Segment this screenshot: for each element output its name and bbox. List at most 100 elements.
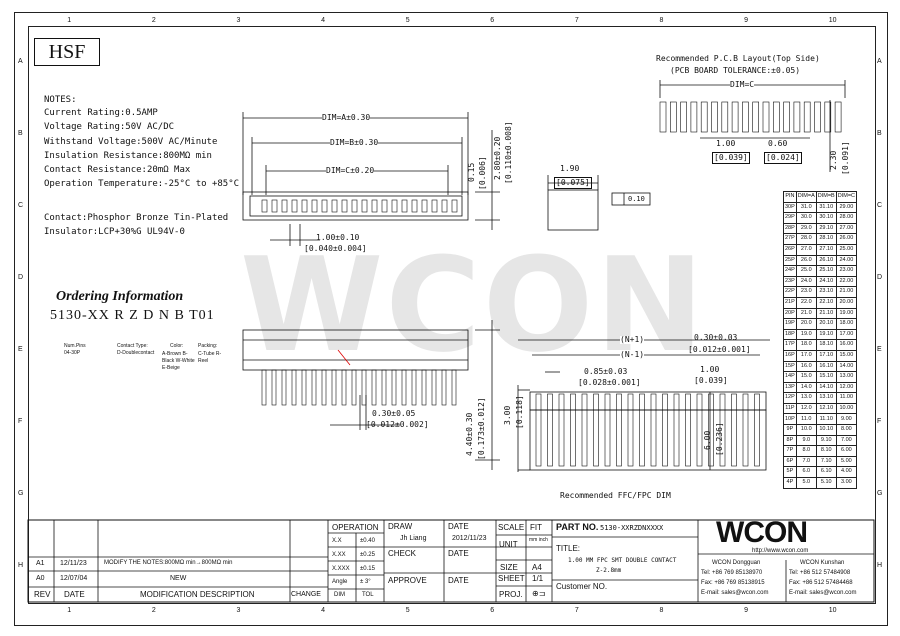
dim-table-cell: 12P: [783, 392, 797, 404]
top-pin: [271, 199, 278, 213]
pcb-title: Recommended P.C.B Layout(Top Side): [656, 54, 820, 63]
rev-header: REV: [34, 590, 51, 599]
pcb-pad: [731, 101, 739, 133]
side-width-inch-label: [0.075]: [554, 177, 592, 189]
dim-table-cell: 20P: [783, 307, 797, 320]
height1-inch-label: [0.006]: [478, 156, 487, 190]
dim-table-cell: 30.0: [795, 212, 817, 224]
dim-table-cell: 20.10: [815, 318, 837, 330]
dim-table-cell: 27.10: [815, 243, 837, 256]
dim-table-cell: 25.10: [815, 265, 837, 277]
dim-table-cell: 7P: [783, 445, 797, 457]
grid-marker: 7: [574, 17, 579, 24]
dim-table-cell: 14.0: [795, 381, 817, 394]
size-value: A4: [532, 563, 542, 572]
grid-marker: 6: [490, 17, 495, 24]
grid-marker: 2: [151, 17, 156, 24]
check-date-label: DATE: [448, 549, 469, 558]
grid-marker: 10: [828, 607, 837, 614]
front-pin: [381, 369, 387, 406]
kunshan-line: WCON Kunshan: [800, 560, 845, 566]
note-line: Insulation Resistance:800MΩ min: [44, 151, 212, 161]
tol-col-label: TOL: [362, 592, 374, 598]
dim-table-cell: 11.0: [795, 413, 817, 426]
dim-table-cell: 9.00: [835, 413, 858, 426]
grid-marker: A: [877, 58, 882, 65]
pcb-pad: [680, 101, 687, 133]
dim-table-cell: 6.10: [815, 466, 837, 479]
draw-label: DRAW: [388, 522, 413, 531]
dim-table-cell: 23P: [783, 275, 797, 288]
sheet-label: SHEET: [498, 574, 525, 583]
top-pin: [281, 199, 288, 213]
dim-table-cell: 10P: [783, 413, 797, 426]
fpc-d: 3.00: [503, 405, 512, 425]
part-no-label: PART NO.: [556, 522, 599, 532]
kunshan-line: E-mail: sales@wcon.com: [789, 590, 857, 596]
fpc-finger: [650, 393, 657, 467]
grid-marker: 5: [405, 607, 410, 614]
pcb-pad: [669, 101, 677, 133]
dim-table-cell: 22.0: [795, 296, 817, 309]
grid-marker: D: [18, 274, 24, 281]
dim-table-cell: 21.10: [815, 307, 837, 320]
fpc-caption: Recommended FFC/FPC DIM: [560, 491, 671, 500]
ordering-label: D-Doublecontact: [117, 350, 155, 356]
grid-marker: 1: [67, 17, 72, 24]
dim-table-cell: 11P: [783, 402, 797, 415]
dim-table-cell: 19.0: [795, 328, 817, 341]
ordering-label: A-Brown B-Black W-White E-Beige: [162, 351, 195, 371]
fpc-finger: [719, 393, 726, 467]
fpc-finger: [708, 393, 714, 467]
dim-table-cell: 15.10: [815, 371, 837, 383]
dim-table-cell: 19.00: [835, 307, 858, 320]
grid-marker: 9: [744, 607, 748, 614]
dim-table-cell: 20.0: [795, 318, 817, 330]
note-line: Current Rating:0.5AMP: [44, 108, 158, 118]
dim-table-header: DIM=A: [795, 191, 817, 203]
fpc-b: 0.85±0.03: [584, 367, 628, 376]
dim-table-cell: 8.0: [795, 445, 817, 457]
dim-table-cell: 14P: [783, 371, 797, 383]
grid-marker: 4: [321, 607, 325, 614]
front-pin: [411, 369, 417, 406]
tol-key: Angle: [332, 579, 348, 585]
pcb-dim-c: DIM=C: [730, 80, 755, 89]
pcb-tolerance: (PCB BOARD TOLERANCE:±0.05): [670, 66, 801, 75]
grid-marker: D: [877, 274, 883, 281]
hsf-logo: HSF: [34, 38, 100, 66]
dim-table-cell: 7.00: [835, 434, 858, 447]
top-pin: [371, 199, 378, 213]
front-pin: [391, 369, 397, 406]
pcb-pad: [783, 101, 790, 133]
note-line: Withstand Voltage:500V AC/Minute: [44, 137, 218, 147]
front-pin: [291, 369, 297, 406]
tol-val: ± 3°: [360, 579, 371, 585]
drawer-name: Jh Liang: [400, 535, 427, 542]
rev-row-date: 12/11/23: [60, 560, 87, 567]
grid-marker: H: [18, 562, 24, 569]
dim-table-cell: 27.00: [835, 222, 858, 235]
front-pin: [331, 369, 337, 406]
note-line: Voltage Rating:50V AC/DC: [44, 122, 175, 132]
fpc-e-inch: [0.236]: [715, 422, 724, 456]
pcb-pad: [793, 101, 801, 133]
fpc-n-minus-1: (N-1): [620, 350, 645, 359]
pin-width-inch-label: [0.012±0.002]: [366, 420, 429, 429]
pcb-pad: [762, 101, 770, 133]
top-pin: [411, 199, 418, 213]
grid-marker: F: [877, 418, 882, 425]
tol-val: ±0.15: [360, 566, 375, 572]
pcb-pitch-inch: [0.039]: [712, 152, 750, 164]
fpc-finger: [535, 393, 542, 467]
top-pin: [391, 199, 398, 213]
